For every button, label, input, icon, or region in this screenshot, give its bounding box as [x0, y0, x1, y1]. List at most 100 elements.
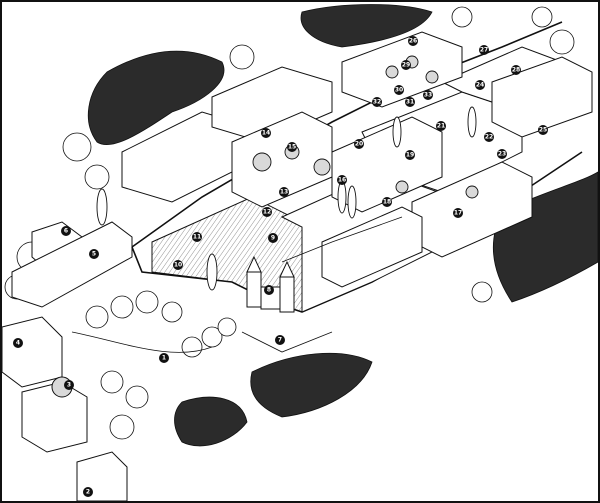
marker-1-label: 1 [162, 355, 166, 362]
marker-13: 13 [279, 187, 289, 197]
dome [252, 152, 272, 172]
gate-tower-left-roof [246, 255, 262, 273]
marker-6: 6 [61, 226, 71, 236]
outer-wall-north [131, 21, 563, 248]
marker-12-label: 12 [263, 209, 271, 216]
dome [313, 158, 331, 176]
tree [100, 370, 124, 394]
marker-27-label: 27 [480, 47, 488, 54]
marker-1: 1 [159, 353, 169, 363]
tree [135, 290, 159, 314]
marker-22-label: 22 [485, 134, 493, 141]
tree [110, 295, 134, 319]
marker-6-label: 6 [64, 228, 68, 235]
gate-tower-right [279, 276, 295, 313]
dome [385, 65, 399, 79]
marker-4-label: 4 [16, 340, 20, 347]
palace-south-wing [321, 206, 423, 288]
marker-23: 23 [497, 149, 507, 159]
marker-25-label: 25 [539, 127, 547, 134]
tree [181, 336, 203, 358]
tree [471, 281, 493, 303]
tree [451, 6, 473, 28]
marker-20: 20 [354, 139, 364, 149]
marker-25: 25 [538, 125, 548, 135]
marker-3-label: 3 [67, 382, 71, 389]
dome [425, 70, 439, 84]
marker-7-label: 7 [278, 337, 282, 344]
marker-33-label: 33 [424, 92, 432, 99]
marker-15: 15 [287, 142, 297, 152]
cypress-trees [96, 106, 477, 291]
marker-26: 26 [408, 36, 418, 46]
marker-24: 24 [475, 80, 485, 90]
marker-12: 12 [262, 207, 272, 217]
marker-10-label: 10 [174, 262, 182, 269]
marker-7: 7 [275, 335, 285, 345]
path [241, 331, 333, 353]
marker-19-label: 19 [406, 152, 414, 159]
building-4 [2, 316, 63, 388]
tree-cluster-north-west [87, 50, 225, 146]
tree [549, 29, 575, 55]
tree [125, 385, 149, 409]
tree [229, 44, 255, 70]
marker-22: 22 [484, 132, 494, 142]
palace-buildings [121, 31, 593, 288]
tree [531, 6, 553, 28]
marker-28: 28 [511, 65, 521, 75]
tree [84, 164, 110, 190]
marker-3: 3 [64, 380, 74, 390]
marker-10: 10 [173, 260, 183, 270]
gate-tower-left [246, 271, 262, 308]
cypress [467, 106, 477, 138]
marker-33: 33 [423, 90, 433, 100]
domes [252, 55, 479, 199]
tree [161, 301, 183, 323]
marker-29-label: 29 [402, 62, 410, 69]
marker-16: 16 [337, 175, 347, 185]
marker-27: 27 [479, 45, 489, 55]
marker-30-label: 30 [395, 87, 403, 94]
marker-8: 8 [264, 285, 274, 295]
tree [62, 132, 92, 162]
marker-14: 14 [261, 128, 271, 138]
marker-5: 5 [89, 249, 99, 259]
marker-8-label: 8 [267, 287, 271, 294]
paths [71, 216, 403, 353]
tree [109, 414, 135, 440]
cypress [347, 185, 357, 219]
marker-31-label: 31 [406, 99, 414, 106]
path [281, 216, 403, 263]
palace-north-pavilions [341, 31, 463, 108]
tree-canopies [4, 6, 575, 440]
marker-9: 9 [268, 233, 278, 243]
marker-21-label: 21 [437, 123, 445, 130]
marker-2: 2 [83, 487, 93, 497]
marker-19: 19 [405, 150, 415, 160]
marker-17: 17 [453, 208, 463, 218]
marker-21: 21 [436, 121, 446, 131]
marker-13-label: 13 [280, 189, 288, 196]
marker-5-label: 5 [92, 251, 96, 258]
marker-4: 4 [13, 338, 23, 348]
marker-23-label: 23 [498, 151, 506, 158]
marker-14-label: 14 [262, 130, 270, 137]
dome [395, 180, 409, 194]
tree [85, 305, 109, 329]
tree-cluster-south [174, 396, 248, 447]
marker-26-label: 26 [409, 38, 417, 45]
cypress [337, 180, 347, 214]
marker-20-label: 20 [355, 141, 363, 148]
marker-15-label: 15 [288, 144, 296, 151]
marker-2-label: 2 [86, 489, 90, 496]
cypress [206, 253, 218, 291]
building-5 [11, 221, 133, 308]
marker-24-label: 24 [476, 82, 484, 89]
marker-18: 18 [382, 197, 392, 207]
marker-29: 29 [401, 60, 411, 70]
marker-9-label: 9 [271, 235, 275, 242]
markers: 1 2 3 4 5 6 7 8 9 10 11 12 13 14 15 16 1… [13, 36, 548, 497]
marker-11-label: 11 [193, 234, 201, 241]
